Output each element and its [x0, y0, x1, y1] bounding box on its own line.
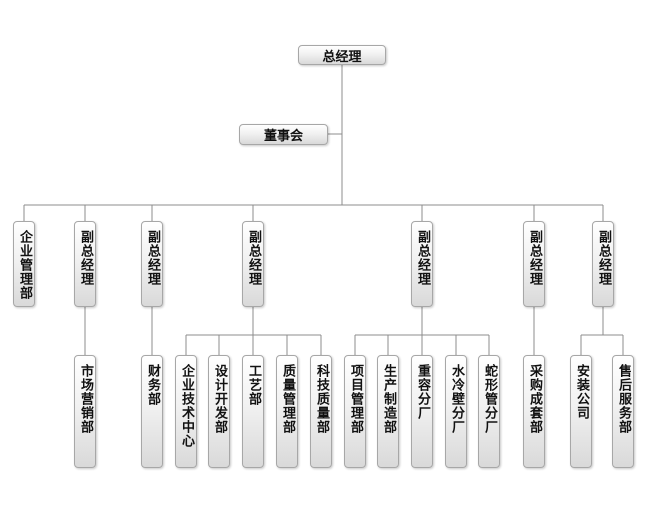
node-label: 项目管理部 — [348, 364, 363, 434]
node-vp-6: 副总经理 — [592, 221, 614, 307]
node-label: 企业管理部 — [17, 230, 32, 300]
node-general-manager: 总经理 — [298, 45, 386, 65]
node-procurement: 采购成套部 — [523, 355, 545, 468]
node-enterprise-mgmt: 企业管理部 — [13, 221, 35, 307]
node-vp-4: 副总经理 — [411, 221, 433, 307]
node-label: 安装公司 — [574, 364, 589, 420]
node-project-mgmt: 项目管理部 — [344, 355, 366, 468]
node-production: 生产制造部 — [377, 355, 399, 468]
node-process: 工艺部 — [242, 355, 264, 468]
node-label: 质量管理部 — [280, 364, 295, 434]
node-label: 工艺部 — [246, 364, 261, 406]
node-vp-1: 副总经理 — [74, 221, 96, 307]
node-design-dev: 设计开发部 — [208, 355, 230, 468]
node-label: 副总经理 — [145, 230, 160, 286]
node-finance: 财务部 — [141, 355, 163, 468]
node-quality-mgmt: 质量管理部 — [276, 355, 298, 468]
node-water-cooled-wall: 水冷壁分厂 — [445, 355, 467, 468]
node-heavy-vessel: 重容分厂 — [411, 355, 433, 468]
node-label: 设计开发部 — [212, 364, 227, 434]
node-label: 副总经理 — [246, 230, 261, 286]
node-vp-2: 副总经理 — [141, 221, 163, 307]
node-tech-center: 企业技术中心 — [175, 355, 197, 468]
node-label: 副总经理 — [527, 230, 542, 286]
node-vp-5: 副总经理 — [523, 221, 545, 307]
node-after-sales: 售后服务部 — [612, 355, 634, 468]
node-label: 蛇形管分厂 — [482, 364, 497, 434]
node-label: 重容分厂 — [415, 364, 430, 420]
node-label: 生产制造部 — [381, 364, 396, 434]
node-label: 副总经理 — [596, 230, 611, 286]
node-label: 副总经理 — [415, 230, 430, 286]
node-serpentine-tube: 蛇形管分厂 — [478, 355, 500, 468]
node-marketing: 市场营销部 — [74, 355, 96, 468]
node-label: 售后服务部 — [616, 364, 631, 434]
node-label: 董事会 — [263, 129, 303, 144]
node-label: 总经理 — [322, 49, 362, 65]
node-label: 科技质量部 — [314, 364, 329, 434]
node-installation: 安装公司 — [570, 355, 592, 468]
node-label: 副总经理 — [78, 230, 93, 286]
node-label: 市场营销部 — [78, 364, 93, 434]
node-label: 采购成套部 — [527, 364, 542, 434]
node-board: 董事会 — [239, 124, 328, 145]
node-sci-tech-quality: 科技质量部 — [310, 355, 332, 468]
node-label: 企业技术中心 — [179, 364, 194, 448]
node-label: 财务部 — [145, 364, 160, 406]
node-label: 水冷壁分厂 — [449, 364, 464, 434]
node-vp-3: 副总经理 — [242, 221, 264, 307]
